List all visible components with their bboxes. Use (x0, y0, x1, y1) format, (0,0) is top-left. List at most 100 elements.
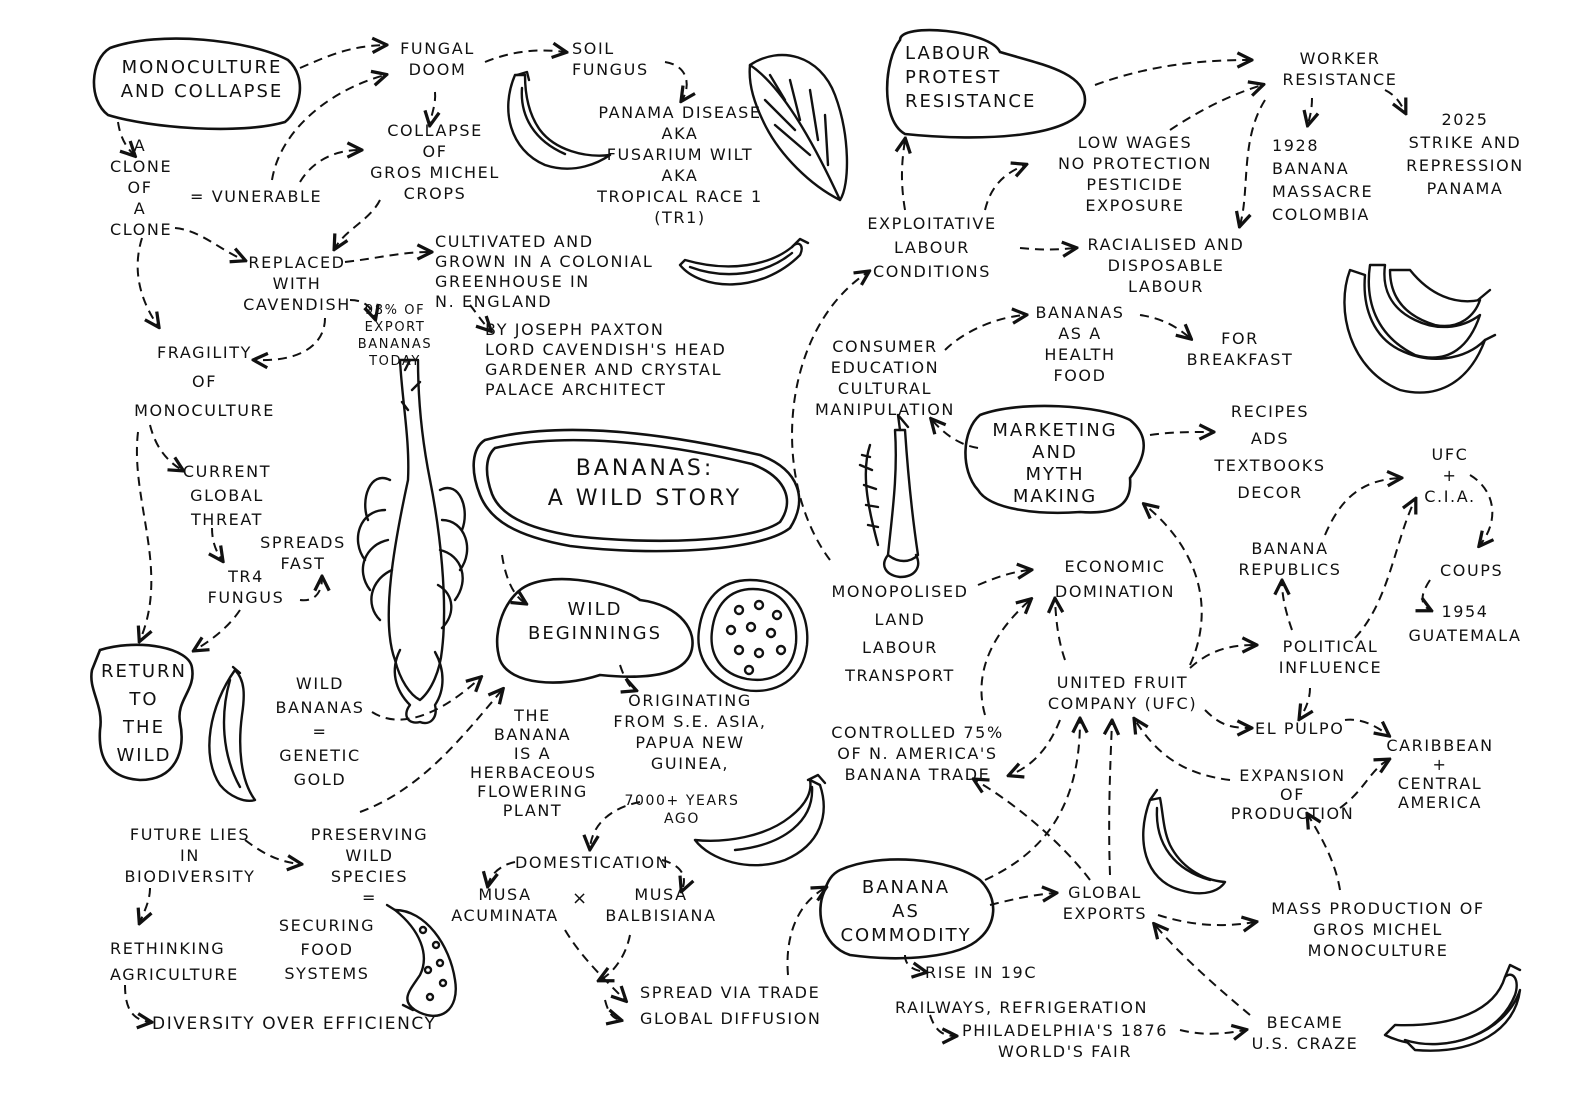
arrow-clone-replaced (174, 227, 244, 260)
node-vulnerable: = Vunerable (190, 187, 323, 206)
arrow-exploitative-labour (902, 140, 905, 211)
arrow-soil-panama (664, 61, 687, 100)
node-joseph-paxton: By Joseph Paxton Lord Cavendish's Head G… (485, 320, 727, 399)
arrow-vulnerable-fungal (271, 75, 385, 181)
hub-marketing-myth: Marketing and Myth Making (992, 420, 1118, 507)
node-1928-massacre: 1928 Banana Massacre Colombia (1272, 136, 1374, 224)
arrow-ufc-marketing (1145, 505, 1203, 666)
arrow-future-preserving (244, 839, 300, 864)
arrow-pulpo-caribbean (1344, 718, 1388, 735)
node-us-craze: Became U.S. Craze (1251, 1013, 1359, 1053)
node-domestication: Domestication (515, 853, 670, 872)
hub-blob-monoculture (92, 37, 302, 131)
arrow-expansion-caribbean (1339, 760, 1388, 809)
node-clone-of-clone: A Clone of A Clone (110, 136, 173, 239)
arrow-ufc-controlled (1010, 719, 1061, 775)
arrow-cia-coups (1469, 474, 1492, 545)
node-united-fruit-company: United Fruit Company (UFC) (1047, 673, 1198, 713)
banana-icon (1142, 788, 1227, 895)
hub-blob-labour (885, 28, 1087, 139)
node-racialised-labour: Racialised and Disposable Labour (1087, 235, 1245, 296)
arrow-exploitative-racialised (1019, 248, 1075, 250)
banana-bunch-icon (1343, 263, 1497, 394)
hub-blob-marketing (964, 404, 1145, 515)
node-consumer-education: Consumer Education Cultural Manipulation (814, 337, 956, 419)
node-expansion-production: Expansion of Production (1230, 766, 1355, 823)
arrow-cultivated-paxton (469, 304, 490, 330)
node-spreads-fast: Spreads Fast (260, 533, 346, 573)
node-herbaceous-plant: The Banana is a Herbaceous Flowering Pla… (470, 706, 597, 820)
arrow-marketing-recipes (1149, 432, 1212, 435)
node-worker-resistance: Worker Resistance (1282, 49, 1398, 89)
node-spread-via-trade: Spread via Trade (640, 983, 821, 1002)
arrow-fragility-threat (149, 424, 182, 470)
arrow-years-domestication (590, 801, 641, 848)
arrow-commodity-exports (989, 893, 1055, 906)
arrow-plant-exploitative (791, 272, 868, 561)
arrow-tr4-spreads (299, 578, 322, 602)
arrow-consumer-health (944, 315, 1025, 351)
node-global-diffusion: Global Diffusion (640, 1009, 822, 1028)
arrow-labour-worker (1094, 60, 1250, 86)
arrow-threat-tr4 (212, 527, 222, 560)
hub-wild-beginnings: Wild Beginnings (527, 599, 663, 644)
arrow-political-pulpo (1300, 687, 1310, 718)
arrow-coups-guatemala (1423, 579, 1431, 610)
arrow-fungal-soil (484, 50, 565, 63)
arrow-fragility-return (136, 431, 151, 640)
banana-icon (693, 773, 827, 867)
arrow-ufc-political (1189, 645, 1255, 669)
arrow-domestication-balbisiana (661, 859, 684, 890)
node-economic-domination: Economic Domination (1054, 557, 1176, 601)
node-banana-republics: Banana Republics (1238, 539, 1342, 579)
arrow-tr4-return (195, 609, 241, 650)
banana-icon (208, 665, 257, 802)
banana-icon (507, 70, 612, 170)
node-years-ago: 7000+ Years Ago (624, 793, 740, 827)
hub-labour-protest-resistance: Labour Protest Resistance (905, 43, 1037, 112)
arrow-commodity-ufc (984, 720, 1080, 881)
arrow-political-cia (1354, 500, 1415, 639)
arrow-worker-massacre (1308, 97, 1312, 124)
node-caribbean-central-america: Caribbean + Central America (1386, 736, 1494, 812)
banana-cross-section-icon (697, 578, 809, 693)
node-for-breakfast: For Breakfast (1186, 329, 1294, 369)
node-collapse-gros-michel: Collapse of Gros Michel Crops (370, 121, 500, 203)
arrow-cavendish-fragility (255, 317, 326, 360)
arrow-cavendish-export (349, 299, 375, 318)
node-political-influence: Political Influence (1278, 637, 1383, 677)
node-mass-production: Mass Production of Gros Michel Monocultu… (1271, 899, 1485, 960)
arrow-domestication-acuminata (488, 861, 516, 885)
node-low-wages: Low Wages No Protection Pesticide Exposu… (1058, 133, 1212, 215)
node-tr4-fungus: TR4 Fungus (207, 567, 285, 607)
banana-plant-icon (858, 413, 920, 579)
node-el-pulpo: El Pulpo (1255, 719, 1345, 738)
arrow-worker-racialised (1240, 99, 1266, 225)
hub-blob-title-inner (485, 438, 789, 543)
arrow-health-breakfast (1139, 314, 1190, 338)
hub-monoculture-collapse: Monoculture and Collapse (120, 57, 284, 102)
node-monopolised: Monopolised Land Labour Transport (831, 582, 969, 685)
node-musa-acuminata: Musa Acuminata (451, 885, 559, 925)
arrow-expansion-ufc (1135, 720, 1231, 781)
arrow-balbisiana-spread (600, 934, 631, 980)
node-ufc-cia: UFC + C.I.A. (1424, 445, 1476, 506)
arrow-commodity-rise (904, 954, 925, 972)
arrow-collapse-replaced (335, 199, 381, 248)
hub-blob-return (90, 643, 194, 782)
node-replaced-cavendish: Replaced with Cavendish (243, 253, 351, 314)
node-export-percent: 98% of Export Bananas Today (357, 303, 433, 369)
arrow-exports-mass (1157, 914, 1255, 925)
arrow-worker-strike (1384, 89, 1405, 112)
hub-banana-commodity: Banana as Commodity (840, 877, 972, 946)
arrow-lowwages-worker (1169, 85, 1262, 131)
arrow-trade-commodity (786, 888, 825, 976)
arrow-craze-exports (1155, 925, 1251, 1016)
arrow-future-rethinking (140, 887, 150, 922)
node-cross-symbol: × (572, 888, 589, 909)
hub-blob-wild-beginnings (495, 577, 694, 684)
arrow-political-republics (1282, 582, 1293, 631)
node-railways-refrigeration: Railways, Refrigeration (895, 998, 1149, 1017)
node-controlled-75: Controlled 75% of N. America's Banana Tr… (831, 723, 1004, 784)
arrow-clone-fragility (136, 237, 158, 326)
